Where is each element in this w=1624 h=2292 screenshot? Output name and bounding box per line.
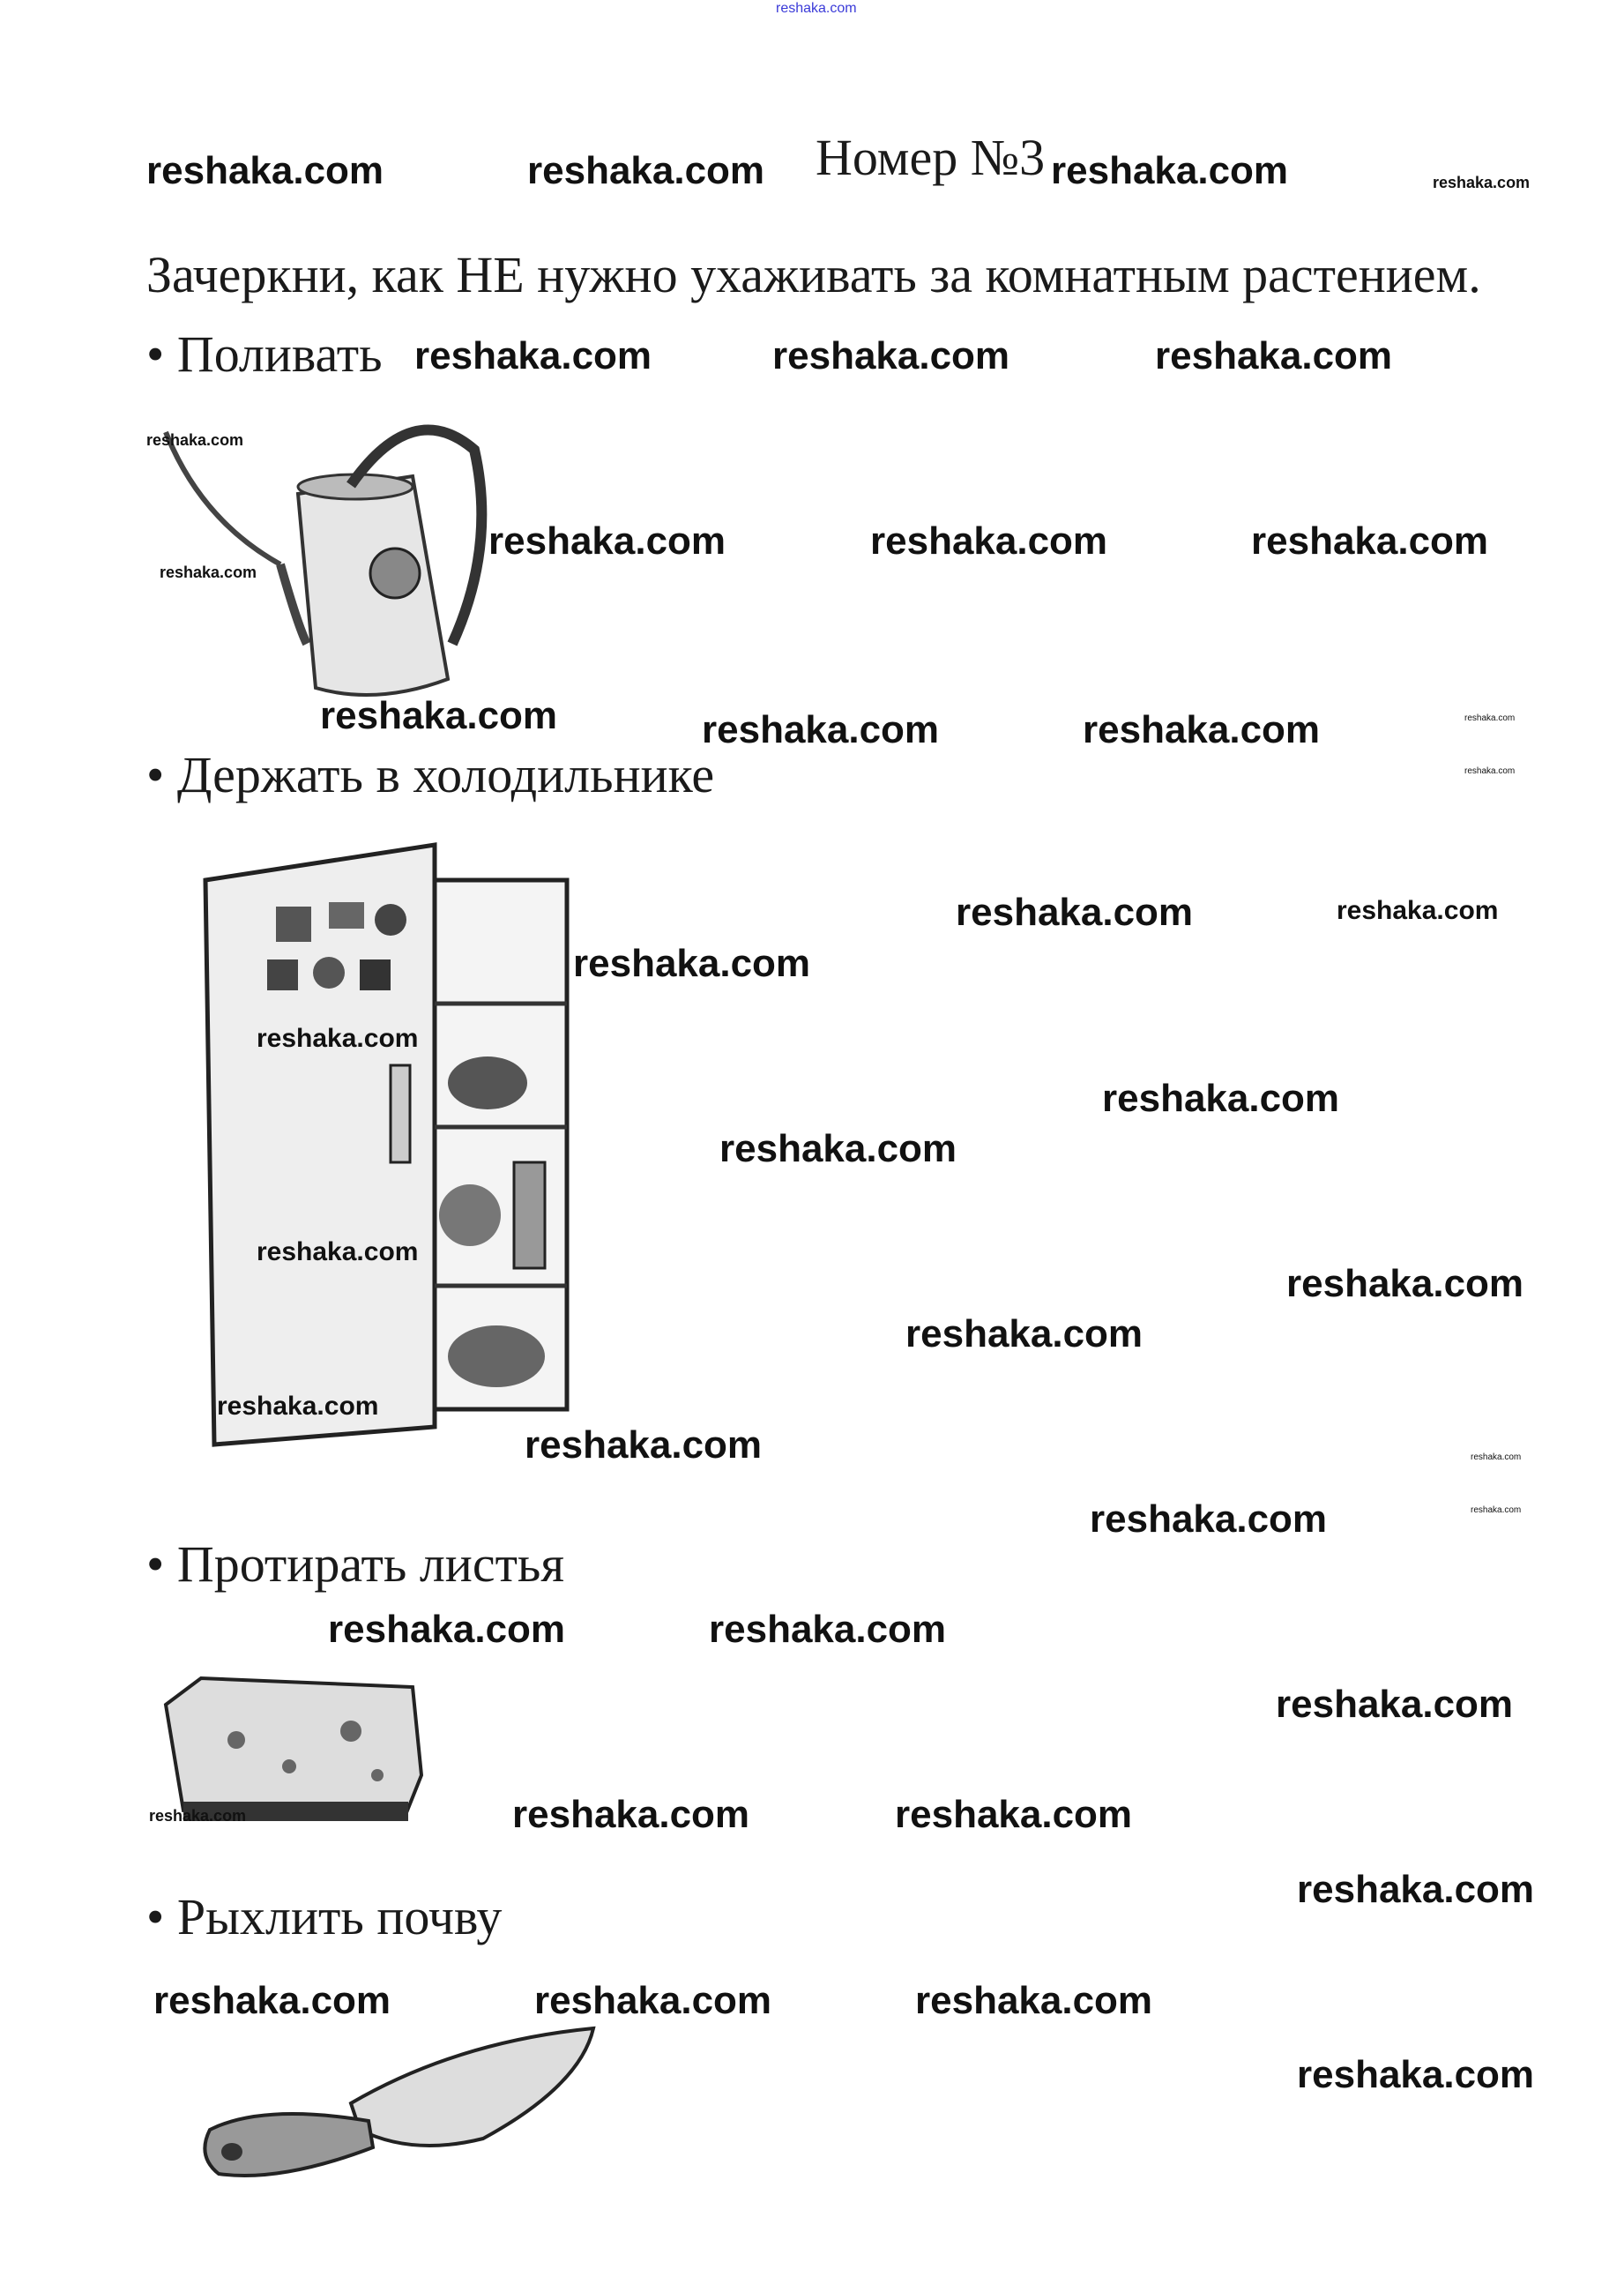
watermark: reshaka.com	[1471, 1505, 1522, 1515]
watermark: reshaka.com	[1083, 708, 1321, 751]
option-watering[interactable]: • Поливать	[146, 329, 383, 380]
watermark: reshaka.com	[1471, 1452, 1522, 1462]
watermark: reshaka.com	[525, 1423, 763, 1467]
sponge-image	[163, 1676, 424, 1822]
watermark: reshaka.com	[146, 149, 384, 192]
watermark: reshaka.com	[149, 1807, 247, 1825]
watermark: reshaka.com	[573, 942, 811, 985]
watermark: reshaka.com	[257, 1024, 419, 1053]
watermark: reshaka.com	[1090, 1497, 1328, 1541]
watermark: reshaka.com	[702, 708, 940, 751]
watermark: reshaka.com	[488, 519, 726, 563]
watermark: reshaka.com	[328, 1608, 566, 1651]
watermark: reshaka.com	[1297, 1868, 1535, 1911]
watermark: reshaka.com	[870, 519, 1108, 563]
refrigerator-image	[203, 842, 570, 1447]
watermark: reshaka.com	[153, 1979, 391, 2022]
watermark: reshaka.com	[1464, 766, 1516, 776]
watermark: reshaka.com	[905, 1312, 1144, 1355]
watermark: reshaka.com	[257, 1237, 419, 1266]
watermark: reshaka.com	[1297, 2053, 1535, 2096]
watermark: reshaka.com	[534, 1979, 772, 2022]
instruction-text: Зачеркни, как НЕ нужно ухаживать за комн…	[146, 246, 1481, 303]
option-label: Рыхлить почву	[176, 1888, 503, 1945]
option-label: Протирать листья	[176, 1535, 565, 1593]
watermark: reshaka.com	[414, 334, 652, 377]
option-wipe-leaves[interactable]: • Протирать листья	[146, 1539, 564, 1590]
watermark: reshaka.com	[1102, 1077, 1340, 1120]
option-fridge[interactable]: • Держать в холодильнике	[146, 750, 714, 801]
watermark: reshaka.com	[709, 1608, 947, 1651]
option-label: Держать в холодильнике	[176, 746, 715, 803]
watermark: reshaka.com	[895, 1793, 1133, 1836]
watermark: reshaka.com	[217, 1392, 379, 1421]
bullet: •	[146, 1535, 165, 1593]
bullet: •	[146, 325, 165, 383]
watermark: reshaka.com	[160, 564, 257, 581]
option-loosen-soil[interactable]: • Рыхлить почву	[146, 1892, 502, 1943]
watermark: reshaka.com	[1051, 149, 1289, 192]
watermark: reshaka.com	[772, 334, 1010, 377]
watermark: reshaka.com	[719, 1127, 957, 1170]
option-label: Поливать	[176, 325, 383, 383]
watermark: reshaka.com	[1286, 1262, 1524, 1305]
top-site-mark[interactable]: reshaka.com	[776, 1, 857, 16]
bullet: •	[146, 1888, 165, 1945]
watermark: reshaka.com	[512, 1793, 750, 1836]
page-title: Номер №3	[816, 129, 1046, 186]
watermark: reshaka.com	[956, 891, 1194, 934]
watermark: reshaka.com	[915, 1979, 1153, 2022]
watermark: reshaka.com	[320, 694, 558, 737]
watermark: reshaka.com	[527, 149, 765, 192]
watering-can-image	[163, 424, 488, 697]
watermark: reshaka.com	[1337, 896, 1499, 925]
watermark: reshaka.com	[1433, 174, 1531, 191]
watermark: reshaka.com	[1251, 519, 1489, 563]
bullet: •	[146, 746, 165, 803]
watermark: reshaka.com	[146, 431, 244, 449]
garden-trowel-image	[203, 2026, 596, 2177]
watermark: reshaka.com	[1155, 334, 1393, 377]
watermark: reshaka.com	[1464, 713, 1516, 723]
watermark: reshaka.com	[1276, 1683, 1514, 1726]
